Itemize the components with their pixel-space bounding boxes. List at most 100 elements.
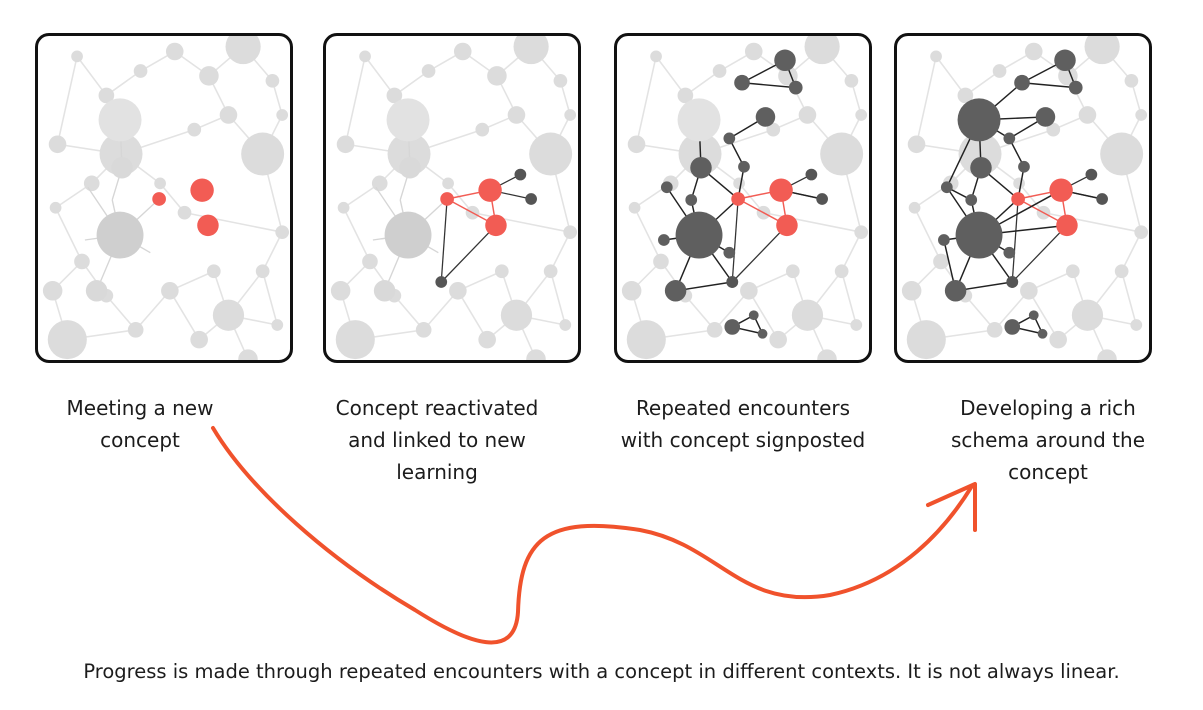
background-node [494,264,509,279]
background-node [933,253,949,270]
concept-node [478,178,502,202]
caption-4: Developing a rich schema around the conc… [918,392,1178,488]
background-node [336,135,355,154]
background-node [653,253,669,270]
background-edge [655,55,686,96]
background-node [47,320,87,360]
caption-4-line-1: Developing a rich [960,396,1136,420]
link-edge [731,224,788,283]
background-node [442,177,454,190]
background-edge [344,56,366,145]
hub-node [677,98,721,142]
background-edge [1028,290,1059,341]
schema-node [940,181,953,194]
background-node [453,42,472,61]
schema-node [685,194,698,206]
background-node [1065,264,1080,279]
schema-node [1035,107,1056,127]
caption-1: Meeting a new concept [10,392,270,456]
link-edge [440,198,448,283]
background-edge [261,271,279,326]
schema-node [658,234,670,246]
link-node [1096,193,1108,205]
schema-node [938,234,950,246]
background-node [98,87,115,104]
link-node [435,276,448,288]
background-node [83,175,100,192]
background-edge [915,56,937,145]
link-node [1085,168,1098,181]
background-node [820,132,864,176]
concept-node [1011,192,1025,206]
background-node [992,64,1007,78]
background-node [930,50,942,63]
panel-3-repeated [614,33,872,363]
background-node [478,330,496,349]
background-node [650,50,662,63]
caption-3-line-2: with concept signposted [620,428,866,452]
background-node [225,36,261,65]
concept-node [197,214,219,237]
caption-3: Repeated encounters with concept signpos… [613,392,873,456]
background-edge [635,56,657,145]
background-node [212,299,245,331]
arrow-head [926,482,977,532]
background-node [901,281,922,301]
concept-node [1056,214,1078,237]
background-node [415,322,432,338]
background-node [255,264,270,279]
caption-4-line-3: concept [1008,460,1088,484]
caption-4-line-2: schema around the [951,428,1145,452]
background-node [241,132,285,176]
link-edge [440,224,497,283]
link-node [514,168,527,181]
background-edge [748,290,779,341]
background-edge [76,55,107,96]
background-node [626,320,666,360]
background-node [335,320,375,360]
background-node [834,264,849,279]
schema-node [788,80,803,95]
background-node [161,282,179,300]
background-node [421,64,436,78]
background-node [373,280,396,302]
background-edge [364,55,395,96]
caption-3-line-1: Repeated encounters [635,396,851,420]
panel-2-reactivated [323,33,581,363]
background-node [627,135,646,154]
hub-node [386,98,430,142]
hub-node [955,211,1003,259]
background-node [265,73,280,88]
network-panel-4 [901,36,1149,360]
background-node [513,36,549,65]
background-node [854,225,869,240]
background-node [449,282,467,300]
background-node [957,87,974,104]
schema-node [734,74,750,91]
background-edge [1120,271,1138,326]
concept-node [440,192,454,206]
background-node [1130,319,1143,331]
background-node [1020,282,1038,300]
background-node [1024,42,1043,61]
signpost-edge [1021,82,1076,89]
background-edge [56,56,78,145]
background-node [744,42,763,61]
background-node [907,135,926,154]
background-edge [935,55,966,96]
background-node [733,177,745,190]
background-edge [840,271,858,326]
background-node [1124,73,1139,88]
background-node [238,349,258,360]
link-node [726,276,739,288]
background-node [1078,106,1097,124]
background-node [133,64,148,78]
background-node [559,319,572,331]
schema-node [970,156,992,179]
background-edge [1120,231,1142,272]
schema-node [664,280,687,302]
network-panel-3 [621,36,869,360]
background-edge [261,231,283,272]
background-edge [169,290,200,341]
concept-node [776,214,798,237]
